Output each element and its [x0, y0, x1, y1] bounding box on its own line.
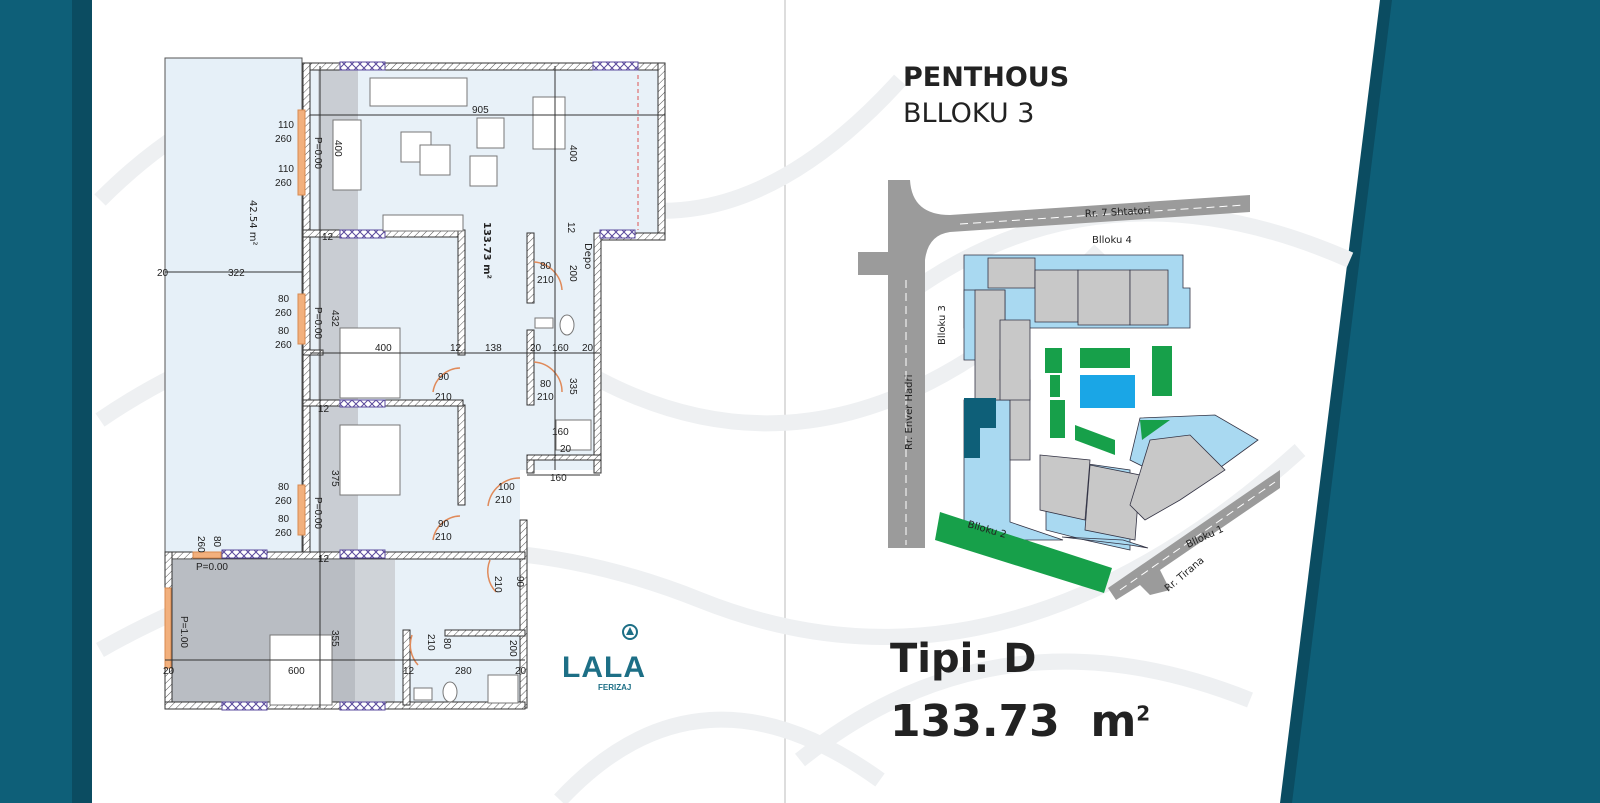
interior-area-label: 133.73 m²: [481, 222, 492, 279]
dim: 12: [450, 343, 462, 354]
selected-unit-block: [964, 398, 996, 458]
street-label: Rr. 7 Shtatori: [1085, 206, 1151, 220]
dim: 12: [322, 232, 334, 243]
dim: 110: [278, 120, 294, 131]
dim: 80: [540, 379, 552, 390]
street-label: Rr. Enver Hadri: [904, 375, 915, 450]
left-band-shadow: [72, 0, 92, 803]
apartment-interior: [165, 66, 665, 708]
floor-plan: 133.73 m² 42.54 m² Depo 905 400 400 110 …: [157, 57, 666, 711]
dim: 375: [329, 470, 340, 487]
dim: 260: [275, 528, 292, 539]
dim: 12: [318, 404, 330, 415]
right-band-edge: [1280, 0, 1392, 803]
dim: P=0.00: [312, 497, 323, 529]
green-areas: [935, 346, 1172, 593]
area-unit: m: [1090, 696, 1137, 747]
dim: 355: [329, 630, 340, 647]
dim: 905: [472, 105, 489, 116]
site-map: Rr. 7 Shtatori Rr. Enver Hadri Rr. Tiran…: [858, 180, 1280, 600]
door-swings: [409, 261, 563, 666]
dim: 260: [195, 536, 206, 553]
dim: 210: [435, 532, 452, 543]
dim: 20: [515, 666, 527, 677]
logo-city: FERIZAJ: [598, 683, 631, 692]
dim: 90: [438, 372, 450, 383]
pool: [1080, 375, 1135, 408]
area-value: 133.73: [890, 696, 1060, 747]
dim: 260: [275, 308, 292, 319]
balcony: [164, 57, 303, 554]
dim: 12: [318, 554, 330, 565]
dim: P=0.00: [312, 307, 323, 339]
dimension-labels: 905 400 400 110 260 110 260 P=0.00 20 32…: [157, 105, 594, 677]
dim: 80: [211, 536, 222, 548]
tree-icon: [622, 624, 638, 640]
dim: 80: [278, 294, 290, 305]
dim: 210: [425, 634, 436, 651]
dim: 12: [565, 222, 576, 234]
dim: P=0.00: [312, 137, 323, 169]
dim: 110: [278, 164, 294, 175]
left-band: [0, 0, 72, 803]
dim: 280: [455, 666, 472, 677]
dim: 20: [530, 343, 542, 354]
block-label: Blloku 4: [1092, 235, 1132, 246]
dim: 432: [329, 310, 340, 327]
dim: 90: [438, 519, 450, 530]
dim: 138: [485, 343, 502, 354]
block-subtitle: BLLOKU 3: [903, 98, 1035, 129]
dim: 200: [567, 265, 578, 282]
furniture: [269, 77, 592, 706]
dim: 20: [163, 666, 175, 677]
dim: 12: [403, 666, 415, 677]
dim: 260: [275, 134, 292, 145]
dim: 260: [275, 340, 292, 351]
dim: 400: [567, 145, 578, 162]
dim: 80: [540, 261, 552, 272]
logo-name: LALA: [562, 651, 646, 684]
dim: 210: [435, 392, 452, 403]
dim: 80: [278, 514, 290, 525]
dim: 90: [514, 576, 525, 588]
dim: 322: [228, 268, 245, 279]
dim: 400: [375, 343, 392, 354]
dim: 260: [275, 496, 292, 507]
dim: 160: [552, 427, 569, 438]
dim: 260: [275, 178, 292, 189]
dim: 100: [498, 482, 515, 493]
dim: P=0.00: [196, 562, 228, 573]
dim: 335: [567, 378, 578, 395]
dim: 80: [441, 638, 452, 650]
dim: 210: [537, 392, 554, 403]
unit-area: 133.73 m2: [890, 696, 1150, 747]
right-band: [1290, 0, 1600, 803]
windows: [221, 61, 639, 711]
dim: 210: [492, 576, 503, 593]
roads: [858, 180, 1280, 600]
dim: 600: [288, 666, 305, 677]
dim: 80: [278, 482, 290, 493]
dim: 200: [507, 640, 518, 657]
dim: 20: [582, 343, 594, 354]
dim: 160: [550, 473, 567, 484]
lala-logo: LALA FERIZAJ: [562, 624, 646, 692]
dim: 160: [552, 343, 569, 354]
unit-type: Tipi: D: [890, 636, 1037, 682]
balcony-area-label: 42.54 m²: [247, 200, 258, 246]
dim: P=1.00: [178, 616, 189, 648]
page-title: PENTHOUS: [903, 62, 1070, 93]
dim: 400: [332, 140, 343, 157]
room-label-depo: Depo: [582, 243, 593, 269]
dim: 80: [278, 326, 290, 337]
area-superscript: 2: [1136, 701, 1151, 726]
dim: 20: [157, 268, 169, 279]
dim: 210: [495, 495, 512, 506]
block-label: Blloku 3: [937, 305, 948, 345]
dim: 20: [560, 444, 572, 455]
dim: 210: [537, 275, 554, 286]
